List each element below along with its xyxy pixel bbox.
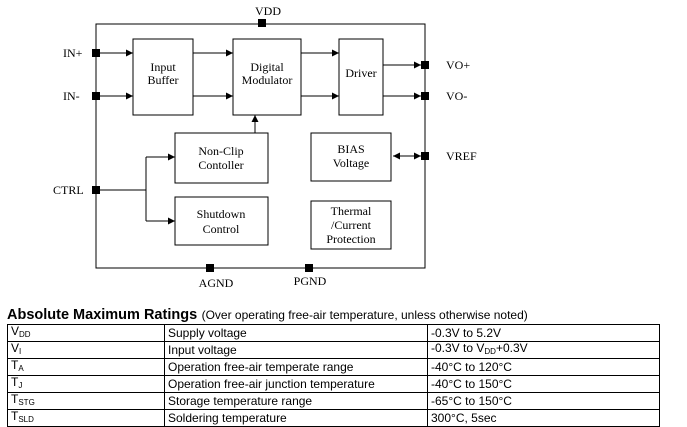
description-cell: Soldering temperature [164,409,428,427]
input-buffer-block [132,38,194,116]
shutdown-label-1: Shutdown [197,207,246,221]
ratings-note: (Over operating free-air temperature, un… [201,308,528,322]
value-cell: -40°C to 120°C [427,358,660,376]
pin-in-minus-label: IN- [63,89,80,103]
shutdown-block [174,196,269,246]
driver-label: Driver [345,66,376,80]
pin-ctrl-label: CTRL [53,183,84,197]
pin-vref-label: VREF [446,149,477,163]
symbol-cell: VI [7,341,165,359]
digital-modulator-label-1: Digital [250,60,284,74]
input-buffer-label-2: Buffer [147,73,178,87]
symbol-cell: TJ [7,375,165,393]
pin-in-minus-square [92,92,100,100]
thermal-label-3: Protection [326,232,375,246]
digital-modulator-block [232,38,302,116]
pin-vref-square [421,152,429,160]
non-clip-label-1: Non-Clip [198,144,243,158]
pin-vo-minus-square [421,92,429,100]
digital-modulator-label-2: Modulator [242,73,293,87]
ratings-table: VDD Supply voltage -0.3V to 5.2V VI Inpu… [7,324,660,427]
ratings-heading: Absolute Maximum Ratings (Over operating… [7,306,528,324]
description-cell: Supply voltage [164,324,428,342]
pin-vo-minus-label: VO- [446,89,467,103]
value-cell: 300°C, 5sec [427,409,660,427]
symbol-cell: TSTG [7,392,165,410]
table-row: TSLD Soldering temperature 300°C, 5sec [7,409,660,427]
bias-label-2: Voltage [333,156,369,170]
table-row: TA Operation free-air temperate range -4… [7,358,660,376]
non-clip-block [174,132,269,184]
table-row: TJ Operation free-air junction temperatu… [7,375,660,393]
thermal-protection-block [310,200,392,250]
symbol-cell: VDD [7,324,165,342]
thermal-label-1: Thermal [331,204,372,218]
ratings-title: Absolute Maximum Ratings [7,307,198,323]
bias-label-1: BIAS [337,142,364,156]
pin-in-plus-label: IN+ [63,46,83,60]
value-cell: -0.3V to 5.2V [427,324,660,342]
pin-vdd-label: VDD [255,4,281,18]
pin-pgnd-label: PGND [294,274,327,288]
ctrl-wire [100,157,147,191]
shutdown-label-2: Control [203,222,240,236]
description-cell: Operation free-air junction temperature [164,375,428,393]
table-row: VI Input voltage -0.3V to VDD+0.3V [7,341,660,359]
pin-pgnd-square [305,264,313,272]
input-buffer-label-1: Input [150,60,176,74]
non-clip-label-2: Contoller [198,158,243,172]
value-cell: -65°C to 150°C [427,392,660,410]
value-cell: -40°C to 150°C [427,375,660,393]
description-cell: Operation free-air temperate range [164,358,428,376]
driver-block [338,38,384,116]
pin-agnd-label: AGND [199,276,234,290]
symbol-cell: TSLD [7,409,165,427]
symbol-cell: TA [7,358,165,376]
bias-voltage-block [310,132,392,182]
pin-vdd-square [258,19,266,27]
block-diagram: VDD IN+ IN- CTRL VO+ VO- VREF AGND PGND … [53,4,477,290]
value-cell: -0.3V to VDD+0.3V [427,341,660,359]
pin-agnd-square [206,264,214,272]
pin-in-plus-square [92,49,100,57]
table-row: VDD Supply voltage -0.3V to 5.2V [7,324,660,342]
table-row: TSTG Storage temperature range -65°C to … [7,392,660,410]
pin-ctrl-square [92,186,100,194]
thermal-label-2: /Current [331,218,372,232]
pin-vo-plus-square [421,61,429,69]
description-cell: Storage temperature range [164,392,428,410]
description-cell: Input voltage [164,341,428,359]
pin-vo-plus-label: VO+ [446,58,470,72]
